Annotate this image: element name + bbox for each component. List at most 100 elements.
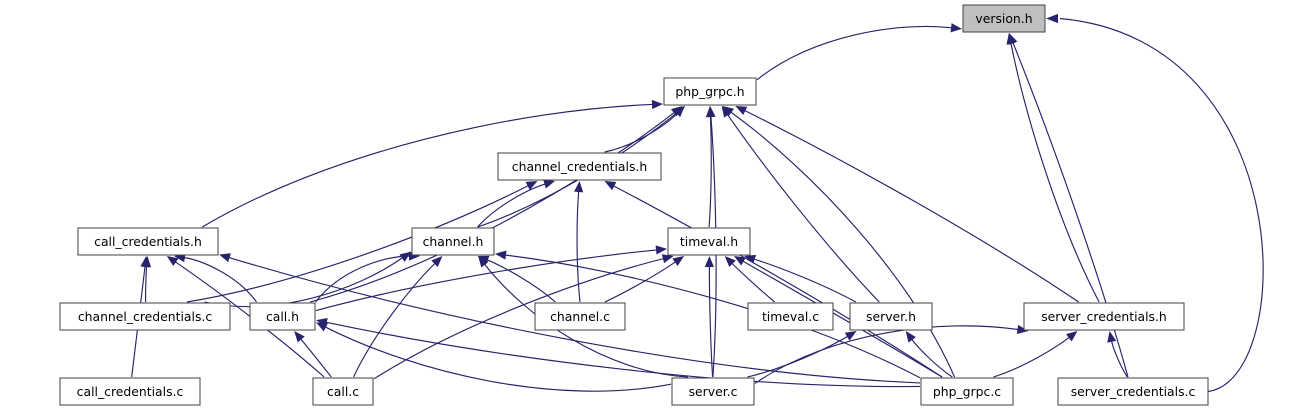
node-label: server.h: [866, 309, 916, 324]
edge-arrowhead: [543, 179, 556, 189]
graph-node-server-credentials-c[interactable]: server_credentials.c: [1057, 377, 1209, 406]
edge-arrowhead: [651, 99, 663, 110]
node-label: channel.h: [423, 234, 484, 249]
edge-arrowhead: [294, 331, 305, 343]
graph-node-call-credentials-h[interactable]: call_credentials.h: [77, 227, 219, 256]
node-box[interactable]: [667, 227, 751, 256]
dependency-edge: [754, 325, 1019, 384]
dependency-edge: [183, 256, 257, 303]
dependency-edge: [174, 261, 325, 378]
dependency-edge: [144, 265, 148, 303]
edge-arrowhead: [735, 106, 748, 116]
dependency-edge-wraparound: [1059, 17, 1264, 393]
edges-layer: [131, 13, 1264, 393]
graph-node-call-credentials-c[interactable]: call_credentials.c: [59, 377, 201, 406]
graph-node-channel-credentials-h[interactable]: channel_credentials.h: [497, 152, 662, 181]
node-label: call.c: [327, 384, 359, 399]
edge-arrowhead: [844, 331, 857, 341]
dependency-edge: [1010, 42, 1100, 303]
dependency-edge: [324, 326, 672, 392]
node-label: channel_credentials.h: [512, 159, 647, 174]
dependency-edge: [708, 115, 712, 228]
dependency-edge: [576, 190, 581, 303]
node-label: php_grpc.h: [675, 84, 744, 99]
dependency-edge: [604, 261, 677, 303]
graph-node-server-c[interactable]: server.c: [671, 377, 755, 406]
node-box[interactable]: [1057, 377, 1209, 406]
node-box[interactable]: [59, 377, 201, 406]
edge-arrowhead: [1008, 33, 1018, 45]
edge-arrowhead: [655, 245, 667, 255]
node-box[interactable]: [497, 152, 662, 181]
dependency-edge: [315, 255, 411, 303]
edge-arrowhead: [905, 331, 916, 343]
node-box[interactable]: [534, 302, 626, 331]
node-box[interactable]: [77, 227, 219, 256]
node-box[interactable]: [1023, 302, 1185, 331]
edge-arrowhead: [604, 181, 617, 191]
graph-node-server-credentials-h[interactable]: server_credentials.h: [1023, 302, 1185, 331]
graph-node-call-h[interactable]: call.h: [249, 302, 316, 331]
edge-arrowhead: [1046, 13, 1058, 24]
edge-arrowhead: [1016, 324, 1029, 334]
node-box[interactable]: [411, 227, 495, 256]
edge-arrowhead: [316, 317, 328, 327]
edge-arrowhead: [399, 251, 411, 262]
graph-node-server-h[interactable]: server.h: [849, 302, 933, 331]
dependency-edge: [373, 257, 665, 380]
edge-arrowhead: [219, 253, 231, 263]
edge-arrowhead: [672, 256, 685, 267]
node-label: call_credentials.h: [94, 234, 202, 249]
node-box[interactable]: [920, 377, 1014, 406]
node-label: timeval.h: [680, 234, 738, 249]
dependency-edge: [202, 103, 654, 228]
graph-node-channel-c[interactable]: channel.c: [534, 302, 626, 331]
dependency-edge: [309, 111, 675, 303]
edge-arrowhead: [525, 181, 538, 191]
node-box[interactable]: [849, 302, 933, 331]
node-box[interactable]: [747, 302, 834, 331]
node-box[interactable]: [312, 377, 374, 406]
dependency-edge: [613, 185, 943, 378]
dependency-edge: [315, 249, 658, 312]
node-box[interactable]: [671, 377, 755, 406]
node-box[interactable]: [962, 4, 1046, 33]
graph-node-call-c[interactable]: call.c: [312, 377, 374, 406]
dependency-edge: [911, 338, 953, 378]
graph-node-php-grpc-h[interactable]: php_grpc.h: [663, 77, 757, 106]
edge-arrowhead: [670, 106, 683, 117]
edge-arrowhead: [166, 256, 179, 267]
edge-arrowhead: [431, 256, 443, 268]
node-box[interactable]: [59, 302, 231, 331]
node-label: channel.c: [550, 309, 610, 324]
edge-arrowhead: [733, 256, 746, 266]
dependency-edge: [1110, 340, 1128, 378]
graph-node-timeval-h[interactable]: timeval.h: [667, 227, 751, 256]
dependency-edge: [756, 25, 953, 81]
dependency-edge: [325, 321, 921, 388]
dependency-edge: [731, 262, 776, 303]
edge-arrowhead: [704, 256, 714, 268]
node-label: version.h: [975, 11, 1032, 26]
graph-node-channel-h[interactable]: channel.h: [411, 227, 495, 256]
dependency-edge: [486, 259, 556, 303]
graph-node-channel-credentials-c[interactable]: channel_credentials.c: [59, 302, 231, 331]
dependency-edge: [708, 265, 714, 378]
graph-node-php-grpc-c[interactable]: php_grpc.c: [920, 377, 1014, 406]
dependency-edge: [228, 256, 921, 384]
edge-arrowhead: [744, 254, 757, 264]
graph-node-version-h[interactable]: version.h: [962, 4, 1046, 33]
edge-arrowhead: [722, 106, 735, 117]
edge-arrowhead: [478, 256, 489, 268]
nodes-layer: version.h php_grpc.h channel_credentials.h…: [59, 4, 1209, 406]
edge-arrowhead: [1107, 331, 1117, 343]
node-label: call_credentials.c: [77, 384, 184, 399]
node-label: channel_credentials.c: [78, 309, 213, 324]
edge-arrowhead: [495, 250, 507, 260]
graph-node-timeval-c[interactable]: timeval.c: [747, 302, 834, 331]
edge-arrowhead: [140, 256, 150, 268]
node-box[interactable]: [249, 302, 316, 331]
node-box[interactable]: [663, 77, 757, 106]
dependency-edge: [1012, 42, 1129, 378]
